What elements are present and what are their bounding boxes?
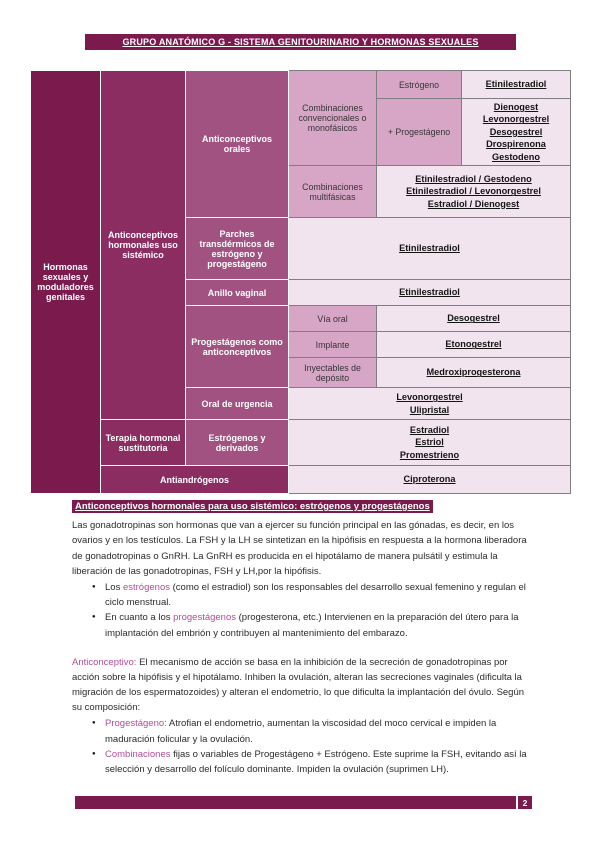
- bullet-pre: En cuanto a los: [105, 612, 174, 624]
- page-footer: 2: [75, 796, 532, 809]
- cell-combinaciones-multifasicas: Combinaciones multifásicas: [288, 165, 377, 219]
- footer-bar: [75, 796, 516, 809]
- cell-parches: Parches transdérmicos de estrógeno y pro…: [185, 217, 289, 281]
- cell-estrogeno-label: Estrógeno: [376, 70, 462, 99]
- keyword-progestageno: Progestágeno:: [105, 718, 167, 730]
- bullet-rest: (como el estradiol) son los responsables…: [105, 581, 526, 609]
- list-item-combinaciones: Combinaciones fijas o variables de Proge…: [92, 747, 532, 777]
- cell-implante-value: Etonogestrel: [376, 331, 571, 359]
- drug-name: Etinilestradiol: [399, 243, 460, 254]
- paragraph-anticonceptivo: Anticonceptivo: El mecanismo de acción s…: [72, 655, 532, 716]
- list-item-estrogenos: Los estrógenos (como el estradiol) son l…: [92, 580, 532, 610]
- cell-antiandrogenos-value: Ciproterona: [288, 465, 571, 495]
- drug-name: Etinilestradiol / Gestodeno Etinilestrad…: [406, 173, 541, 209]
- cell-progestagenos-value: Dienogest Levonorgestrel Desogestrel Dro…: [461, 97, 571, 167]
- cell-anillo-vaginal: Anillo vaginal: [185, 279, 289, 307]
- cell-antiandrogenos: Antiandrógenos: [100, 465, 289, 495]
- bullet-rest: (progesterona, etc.) Intervienen en la p…: [105, 612, 519, 639]
- keyword-estrogenos: estrógenos: [122, 581, 170, 593]
- cell-anticonceptivos-sistemico: Anticonceptivos hormonales uso sistémico: [100, 69, 186, 421]
- body-text: Anticonceptivos hormonales para uso sist…: [72, 499, 532, 777]
- cell-progestagenos-anticonceptivos: Progestágenos como anticonceptivos: [185, 305, 289, 389]
- drug-name: Etinilestradiol: [399, 287, 460, 298]
- cell-anillo-value: Etinilestradiol: [288, 279, 571, 307]
- hormones-table: Hormonas sexuales y moduladores genitale…: [30, 69, 571, 495]
- drug-name: Dienogest Levonorgestrel Desogestrel Dro…: [482, 102, 550, 162]
- cell-inyectables: Inyectables de depósito: [288, 357, 377, 389]
- drug-name: Estradiol Estriol Promestrieno: [399, 424, 460, 460]
- keyword-progestagenos: progestágenos: [173, 612, 236, 624]
- cell-hormonas-sexuales: Hormonas sexuales y moduladores genitale…: [30, 69, 101, 495]
- drug-name: Ciproterona: [403, 474, 456, 485]
- cell-multifasicas-value: Etinilestradiol / Gestodeno Etinilestrad…: [376, 165, 571, 219]
- cell-via-oral: Vía oral: [288, 305, 377, 333]
- page-title: GRUPO ANATÓMICO G - SISTEMA GENITOURINAR…: [85, 34, 516, 50]
- bullet-rest: Atrofian el endometrio, aumentan la visc…: [105, 718, 497, 745]
- cell-via-oral-value: Desogestrel: [376, 305, 571, 333]
- paragraph-gonadotropinas: Las gonadotropinas son hormonas que van …: [72, 520, 527, 577]
- section-heading-wrap: Anticonceptivos hormonales para uso sist…: [72, 499, 532, 514]
- drug-name: Medroxiprogesterona: [426, 367, 521, 378]
- drug-name: Etonogestrel: [445, 339, 502, 350]
- drug-name: Desogestrel: [447, 313, 500, 324]
- page-number: 2: [518, 796, 532, 809]
- drug-name: Levonorgestrel Ulipristal: [396, 392, 463, 415]
- drug-name: Etinilestradiol: [485, 79, 547, 90]
- cell-progestageno-label: + Progestágeno: [376, 97, 462, 167]
- cell-oral-urgencia: Oral de urgencia: [185, 387, 289, 421]
- cell-combinaciones-convencionales: Combinaciones convencionales o monofásic…: [288, 69, 377, 167]
- cell-terapia-hormonal: Terapia hormonal sustitutoria: [100, 419, 186, 467]
- cell-parches-value: Etinilestradiol: [288, 217, 571, 281]
- bullet-rest: fijas o variables de Progestágeno + Estr…: [105, 748, 527, 775]
- list-item-progestageno-mech: Progestágeno: Atrofian el endometrio, au…: [92, 716, 532, 746]
- cell-estrogenos-derivados: Estrógenos y derivados: [185, 419, 289, 467]
- keyword-combinaciones: Combinaciones: [105, 748, 171, 760]
- section-heading: Anticonceptivos hormonales para uso sist…: [72, 500, 433, 513]
- cell-implante: Implante: [288, 331, 377, 359]
- paragraph-rest: El mecanismo de acción se basa en la inh…: [72, 656, 525, 714]
- cell-inyectables-value: Medroxiprogesterona: [376, 357, 571, 389]
- cell-terapia-value: Estradiol Estriol Promestrieno: [288, 419, 571, 467]
- list-item-progestagenos: En cuanto a los progestágenos (progester…: [92, 610, 532, 640]
- cell-estrogeno-value: Etinilestradiol: [461, 70, 571, 99]
- hormone-list: Los estrógenos (como el estradiol) son l…: [92, 580, 532, 641]
- bullet-pre: Los: [105, 581, 123, 593]
- mechanism-list: Progestágeno: Atrofian el endometrio, au…: [92, 716, 532, 777]
- cell-urgencia-value: Levonorgestrel Ulipristal: [288, 387, 571, 421]
- cell-anticonceptivos-orales: Anticonceptivos orales: [185, 69, 289, 219]
- keyword-anticonceptivo: Anticonceptivo:: [72, 656, 137, 668]
- spacer: [72, 641, 532, 655]
